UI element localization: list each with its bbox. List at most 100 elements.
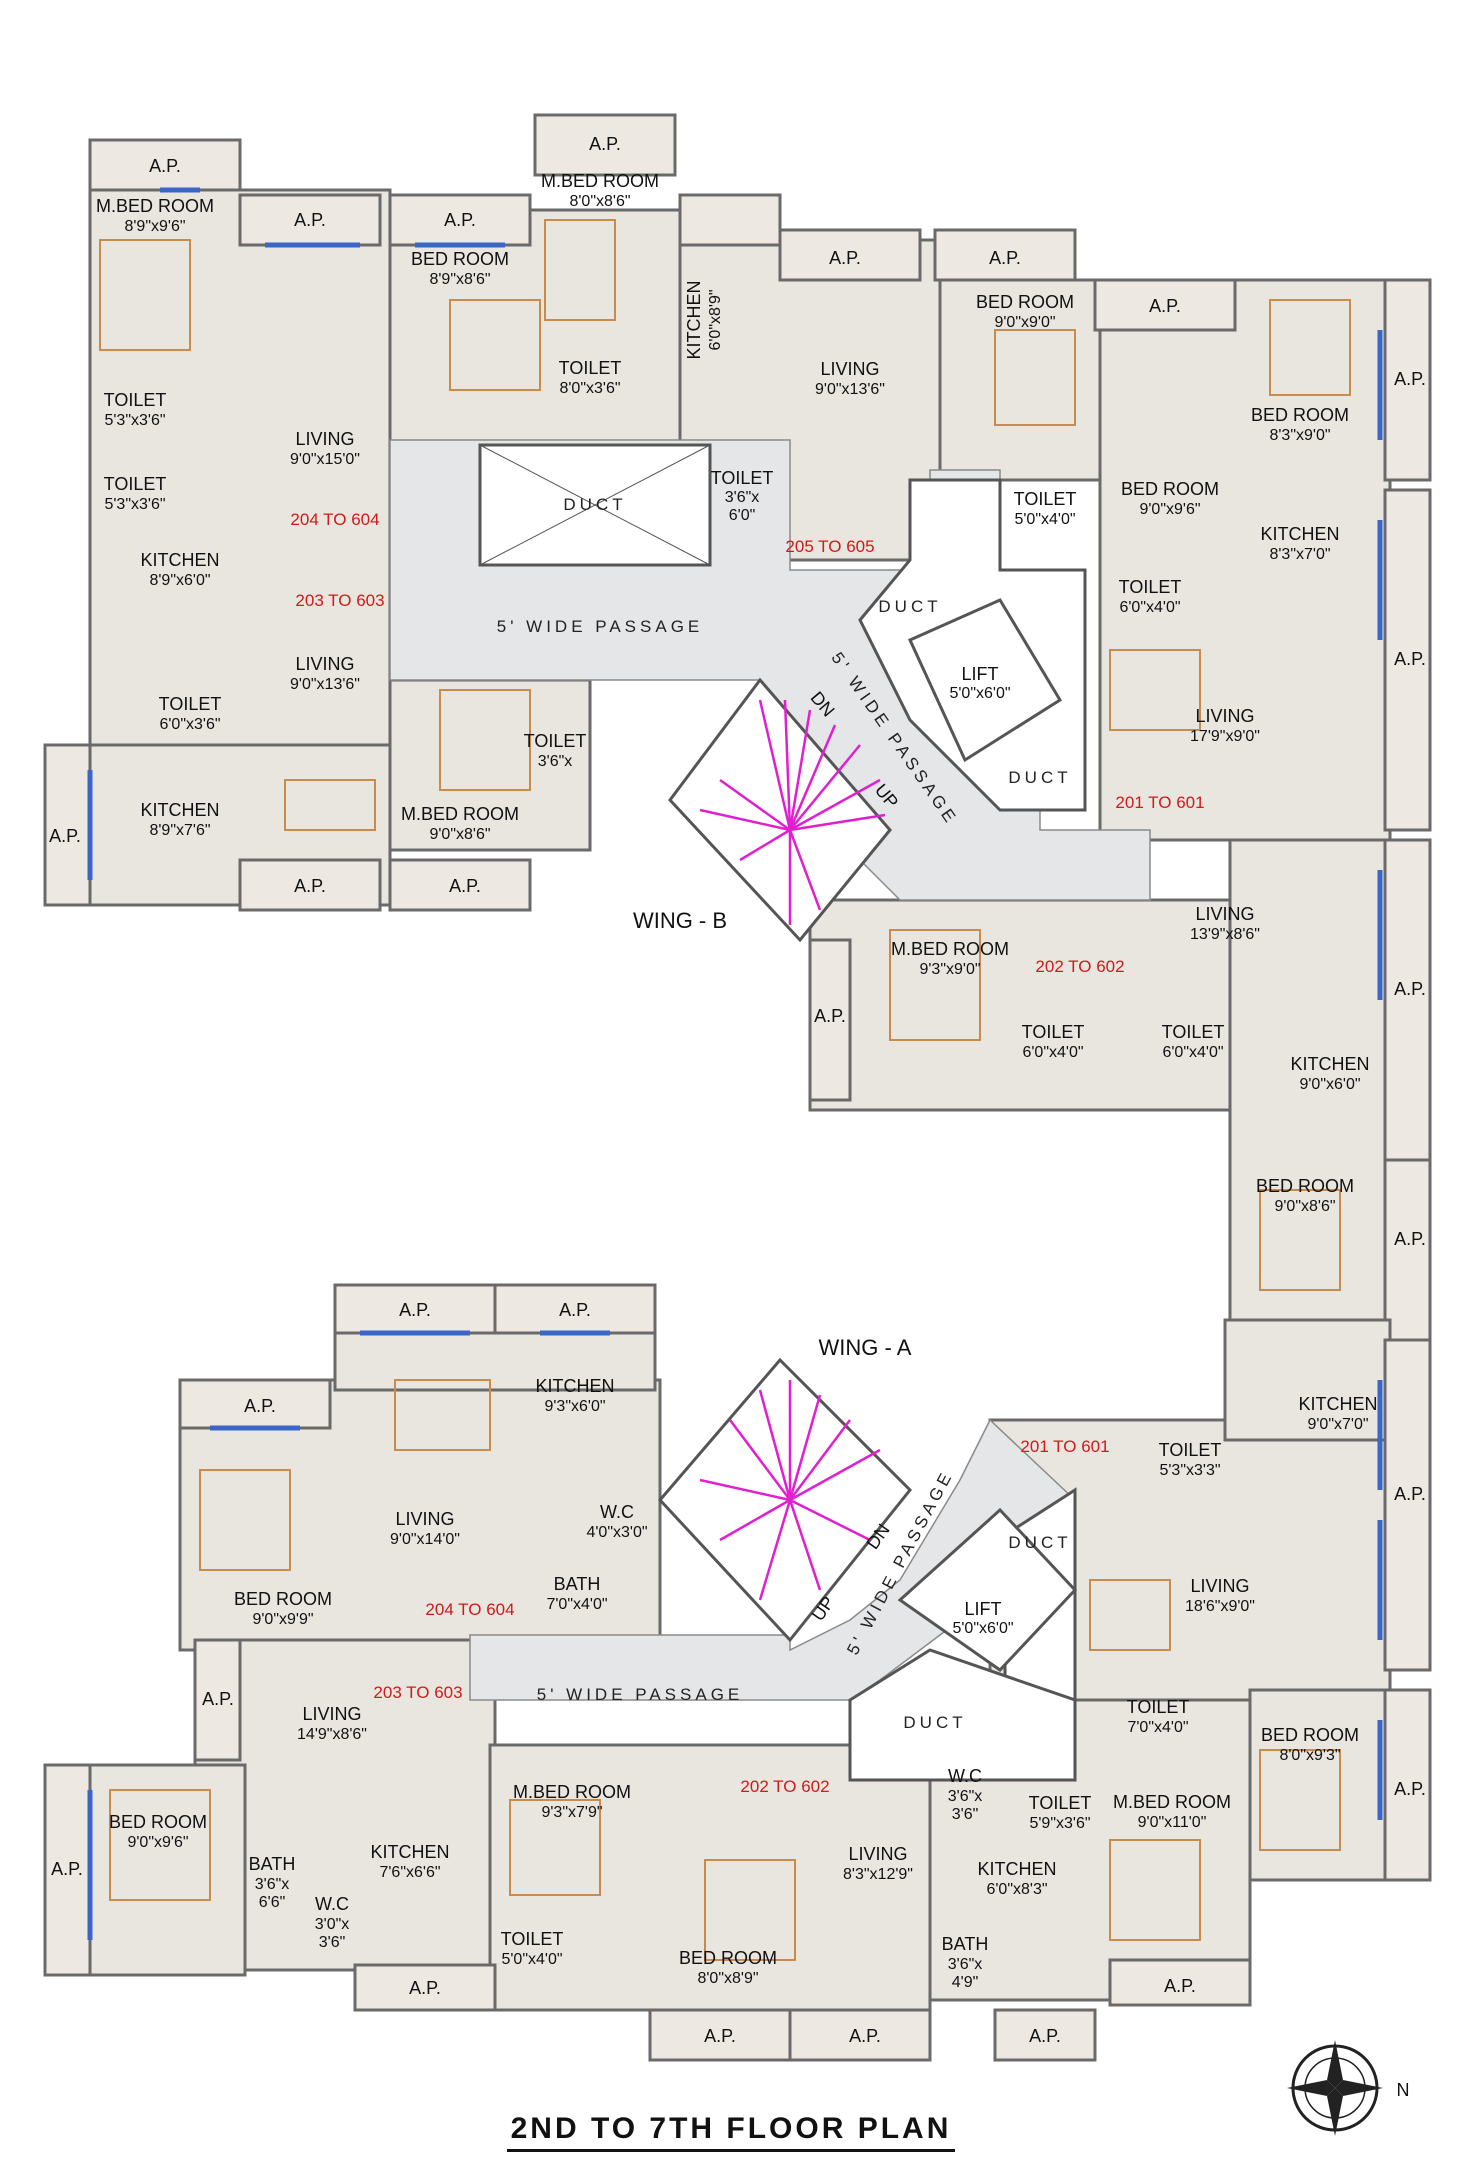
ap-balcony [788, 2008, 932, 2062]
wing-a-room-name: W.C [600, 1502, 634, 1522]
unit-201a-floor-d [1248, 1688, 1392, 1882]
ap-balcony [533, 113, 677, 177]
wing-b-room-name: TOILET [1119, 577, 1182, 597]
wing-b-room-name: KITCHEN [1260, 524, 1339, 544]
wing-b-room-size: 9'0"x13'6" [815, 381, 885, 398]
wing-b-small-toilet-size: 3'6"x [725, 489, 760, 506]
unit-range-label: 202 TO 602 [740, 1777, 829, 1796]
wing-b-room-size: 5'3"x3'6" [104, 412, 165, 429]
unit-range-label: 203 TO 603 [295, 591, 384, 610]
wing-a-room-name: TOILET [1029, 1793, 1092, 1813]
wing-b-small-toilet-size2: 6'0" [729, 507, 756, 524]
ap-label: A.P. [1394, 979, 1426, 999]
lift-label: LIFT [961, 664, 998, 684]
ap-label: A.P. [1394, 1779, 1426, 1799]
wing-b-room-name: TOILET [104, 474, 167, 494]
wing-b-kitchen-vertical-name: KITCHEN [684, 280, 704, 359]
duct-label: DUCT [1008, 768, 1071, 787]
ap-balcony [1108, 1958, 1252, 2007]
wing-a-room-name: W.C [948, 1766, 982, 1786]
ap-balcony [1383, 838, 1432, 1162]
wing-b-room-name: TOILET [1022, 1022, 1085, 1042]
ap-balcony [88, 138, 242, 192]
sofa-furniture [284, 779, 376, 831]
wing-a-room-name: W.C [315, 1894, 349, 1914]
wing-a-room-name: TOILET [1159, 1440, 1222, 1460]
ap-label: A.P. [149, 156, 181, 176]
wing-b-room-name: TOILET [1162, 1022, 1225, 1042]
bed-furniture [449, 299, 541, 391]
wing-b-room-name: LIVING [295, 654, 354, 674]
wing-a-room-size: 4'0"x3'0" [586, 1524, 647, 1541]
unit-202a-floor [488, 1743, 932, 2012]
ap-balcony [1383, 1158, 1432, 1342]
wing-a-room-size: 3'6"x [948, 1788, 983, 1805]
wing-a-label: WING - A [819, 1335, 912, 1360]
bed-furniture [889, 929, 981, 1041]
wing-a-room-name: BED ROOM [109, 1812, 207, 1832]
wing-a-room-size: 9'3"x6'0" [544, 1398, 605, 1415]
wing-b-block [43, 113, 1432, 1342]
wing-b-room-name: TOILET [524, 731, 587, 751]
wing-b-room-size: 9'0"x9'0" [994, 314, 1055, 331]
ap-balcony [1383, 278, 1432, 482]
wing-a-room-size: 3'6"x [948, 1956, 983, 1973]
compass-north-label: N [1397, 2080, 1410, 2100]
ap-balcony [43, 1763, 92, 1977]
bed-furniture [1259, 1189, 1341, 1291]
dining-furniture [1109, 649, 1201, 731]
wing-a-room-name: LIVING [1190, 1576, 1249, 1596]
unit-204a-floor-b [333, 1328, 657, 1392]
wing-a-room-name: BATH [249, 1854, 296, 1874]
wing-a-room-name: KITCHEN [370, 1842, 449, 1862]
wing-b-room-name: LIVING [820, 359, 879, 379]
ap-balcony [1383, 1688, 1432, 1882]
ap-label: A.P. [409, 1978, 441, 1998]
passage-label: 5' WIDE PASSAGE [537, 1685, 744, 1704]
ap-label: A.P. [399, 1300, 431, 1320]
lift-label: LIFT [964, 1599, 1001, 1619]
wing-a-room-size2: 3'6" [319, 1934, 346, 1951]
wing-b-room-name: TOILET [1014, 489, 1077, 509]
wing-a-room-name: BATH [942, 1934, 989, 1954]
wing-a-stair [657, 1357, 913, 1643]
ap-label: A.P. [449, 876, 481, 896]
wing-b-room-name: BED ROOM [1121, 479, 1219, 499]
ap-label: A.P. [202, 1689, 234, 1709]
wing-a-room-size: 8'0"x9'3" [1279, 1747, 1340, 1764]
wing-a-room-name: M.BED ROOM [513, 1782, 631, 1802]
plan-title: 2ND TO 7TH FLOOR PLAN [0, 2112, 1462, 2152]
wing-b-room-name: BED ROOM [411, 249, 509, 269]
wing-a-room-size: 3'0"x [315, 1916, 350, 1933]
ap-label: A.P. [829, 248, 861, 268]
wing-b-room-size: 8'3"x7'0" [1269, 546, 1330, 563]
wing-a-room-size: 7'0"x4'0" [1127, 1719, 1188, 1736]
wing-a-room-size: 7'0"x4'0" [546, 1596, 607, 1613]
wing-b-room-size: 9'0"x9'6" [1139, 501, 1200, 518]
ap-balcony [1093, 278, 1237, 332]
wing-b-room-name: M.BED ROOM [891, 939, 1009, 959]
unit-201-floor [1098, 278, 1392, 842]
duct-a-lower [848, 1648, 1077, 1782]
unit-201a-floor-b [1223, 1318, 1392, 1442]
wing-b-room-size: 6'0"x4'0" [1022, 1044, 1083, 1061]
ap-label: A.P. [1029, 2026, 1061, 2046]
wing-b-room-name: M.BED ROOM [96, 196, 214, 216]
wing-a-room-name: KITCHEN [535, 1376, 614, 1396]
unit-range-label: 205 TO 605 [785, 537, 874, 556]
ap-balcony [238, 858, 382, 912]
wing-b-room-size: 8'9"x6'0" [149, 572, 210, 589]
duct-label: DUCT [878, 597, 941, 616]
wing-b-room-size: 9'0"x13'6" [290, 676, 360, 693]
ap-balcony [678, 193, 782, 247]
wing-b-room-name: TOILET [159, 694, 222, 714]
unit-range-label: 204 TO 604 [425, 1600, 514, 1619]
wing-b-room-name: KITCHEN [140, 800, 219, 820]
wing-a-room-size: 14'9"x8'6" [297, 1726, 367, 1743]
ap-balcony [388, 193, 532, 247]
ap-label: A.P. [244, 1396, 276, 1416]
ap-label: A.P. [1394, 649, 1426, 669]
bed-furniture [199, 1469, 291, 1571]
wing-a-room-size: 9'0"x9'9" [252, 1611, 313, 1628]
